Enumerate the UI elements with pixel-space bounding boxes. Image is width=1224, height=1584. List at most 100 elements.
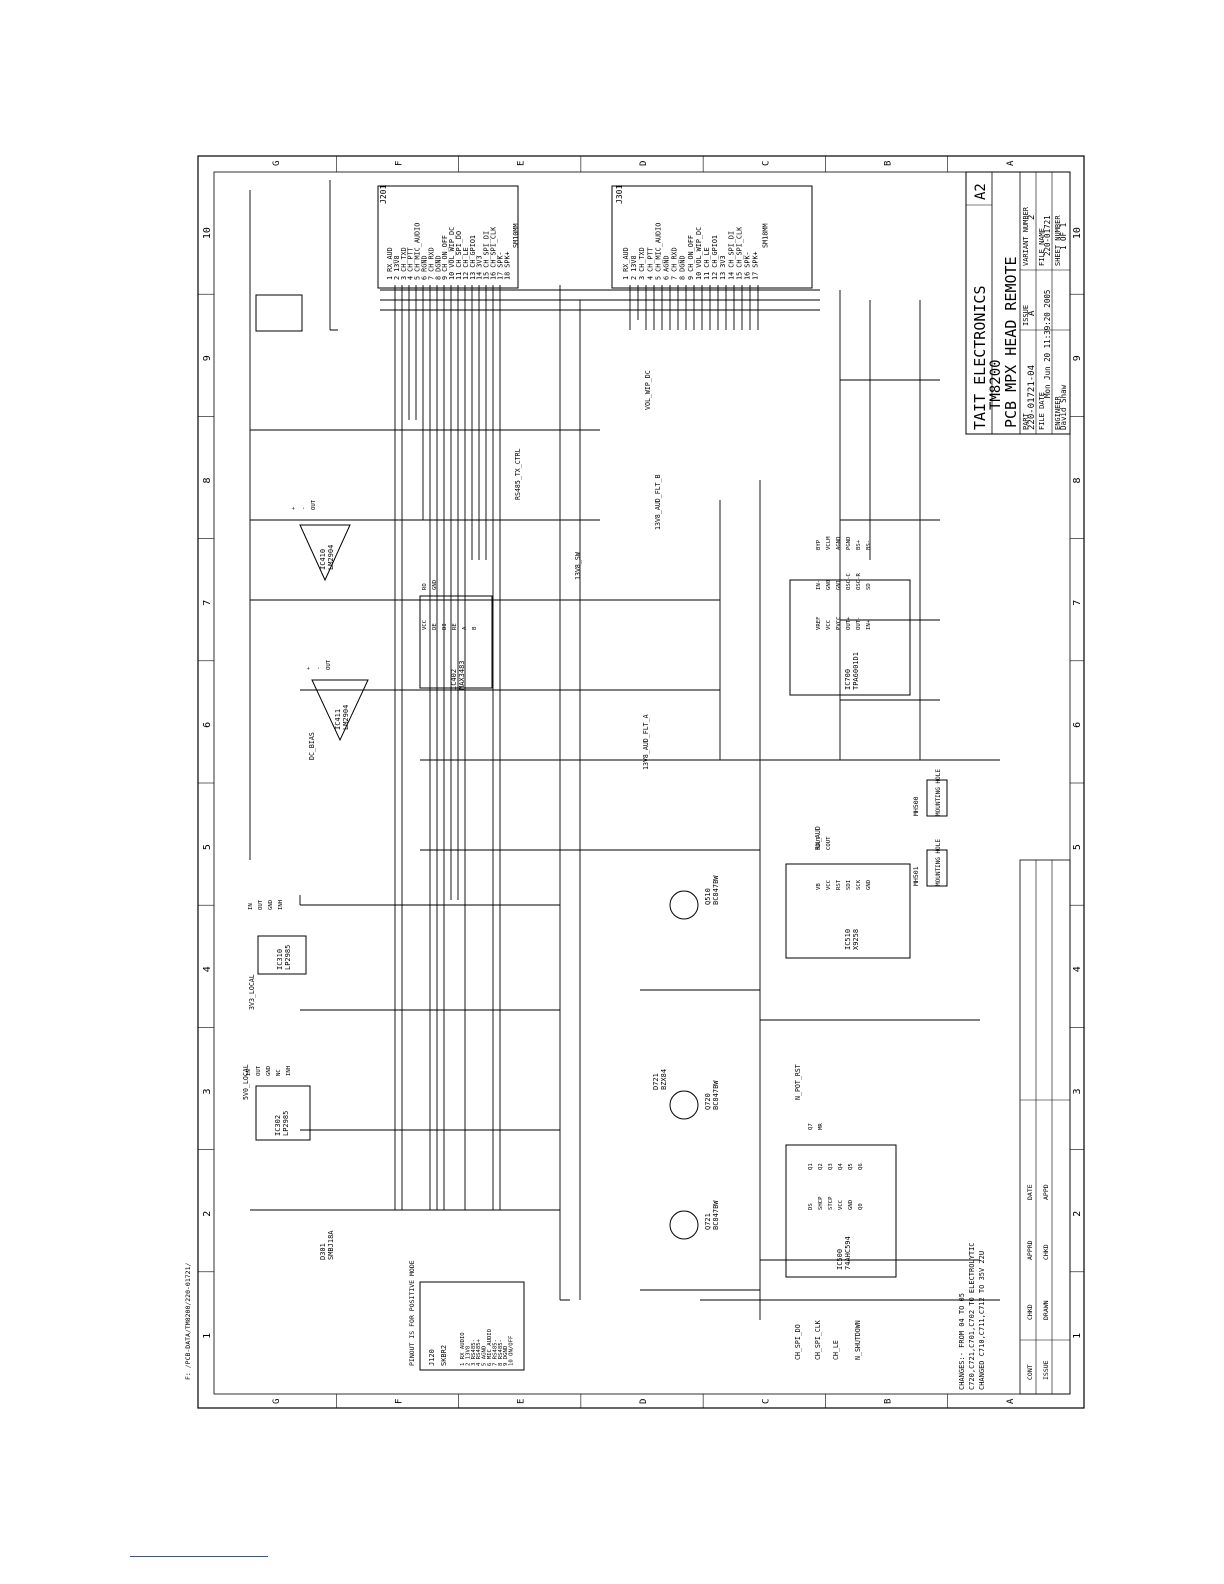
component-ref: Q720 xyxy=(704,1093,712,1110)
zone-row-label-top: G xyxy=(272,161,282,166)
component-part: BZX84 xyxy=(660,1069,668,1090)
mounting-hole-ref: MH500 xyxy=(912,796,920,816)
j201-pin: 11 CH_SPI_DO xyxy=(455,231,463,280)
component-part: MAX3483 xyxy=(458,660,466,690)
j120-pin: 8 RS485- xyxy=(498,1339,504,1366)
footer-link-underline[interactable] xyxy=(130,1556,268,1557)
component-pin: VCC xyxy=(826,620,832,630)
component-pin: RE xyxy=(452,623,458,630)
j301-pin: 17 SPK+ xyxy=(752,251,760,280)
net-label: 13V8_SW xyxy=(574,552,582,580)
j201-pin: 7 CH_RXD xyxy=(427,247,435,280)
zone-col-label-right: 4 xyxy=(1072,966,1083,972)
zone-col-label-left: 1 xyxy=(202,1333,213,1339)
component-pin: OUT xyxy=(256,1065,262,1076)
j201-pin: 5 CH_MIC_AUDIO xyxy=(414,223,422,280)
j301-pin: 1 RX_AUD xyxy=(622,247,630,280)
component-part: BC847BW xyxy=(712,875,720,905)
component-pin: INH xyxy=(286,1066,292,1076)
revision-column-label: CHKD xyxy=(1026,1304,1034,1320)
component-pin: GND xyxy=(266,1065,272,1076)
component-pin: VREF xyxy=(816,616,822,630)
j301-pin: 14 CH_SPI_DI xyxy=(727,231,735,280)
j120-pin: 9 DGND xyxy=(503,1345,509,1366)
j201-pin: 16 CH_SPI_CLK xyxy=(490,226,498,280)
component-pin: DE xyxy=(432,623,438,630)
component-ref: IC302 xyxy=(274,1115,282,1136)
component-part: LP2985 xyxy=(282,1111,290,1136)
component-pin: B xyxy=(472,626,478,630)
component-ref: D301 xyxy=(319,1243,327,1260)
j301-part: SM18MM xyxy=(762,223,770,248)
zone-col-label-left: 5 xyxy=(202,844,213,850)
zone-col-label-left: 9 xyxy=(202,355,213,361)
net-label: CH_SPI_CLK xyxy=(814,1320,822,1360)
zone-col-label-left: 2 xyxy=(202,1211,213,1217)
component-pin: DI xyxy=(442,623,448,630)
j120-note: PINOUT IS FOR POSITIVE MODE xyxy=(408,1260,416,1366)
j201-pin: 12 CH_LE xyxy=(462,247,470,280)
component-pin: VCC xyxy=(826,880,832,890)
zone-col-label-right: 9 xyxy=(1072,355,1083,361)
opamp-symbols xyxy=(299,524,369,742)
net-label: RX_AUD xyxy=(814,826,822,850)
net-label: 5V0_LOCAL xyxy=(242,1064,250,1100)
j120-pin: 1 RX AUDIO xyxy=(460,1332,466,1366)
j120-pin: 5 AGND xyxy=(482,1345,488,1366)
component-pin: DS xyxy=(808,1203,814,1210)
j301-pin: 6 AGND xyxy=(663,255,671,280)
component-pin: IN xyxy=(248,903,254,910)
zone-col-label-left: 6 xyxy=(202,722,213,728)
j120-pin: 6 MIC AUDIO xyxy=(487,1328,493,1366)
revision-row-label: APPD xyxy=(1042,1184,1050,1200)
zone-row-label-top: F xyxy=(394,161,404,166)
net-label: CH_SPI_DO xyxy=(794,1324,802,1360)
component-pin: - xyxy=(316,667,322,670)
net-label: 3V3_LOCAL xyxy=(248,974,256,1010)
issue-label: ISSUE xyxy=(1022,305,1030,326)
zone-row-label-top: B xyxy=(884,161,894,166)
zone-row-label-bottom: D xyxy=(639,1399,649,1404)
component-pin: SD xyxy=(866,583,872,590)
component-pin: Q4 xyxy=(838,1163,844,1170)
component-pin: STCP xyxy=(828,1196,834,1210)
revision-row-label: CHKD xyxy=(1042,1244,1050,1260)
file-name: 220-01721 xyxy=(1043,215,1052,256)
j301-pin: 16 SPK- xyxy=(744,251,752,280)
engineer-label: ENGINEER xyxy=(1054,395,1062,430)
net-label: DC_BIAS xyxy=(308,732,316,760)
revision-row-label: ISSUE xyxy=(1042,1360,1050,1380)
zone-row-label-bottom: E xyxy=(517,1399,527,1404)
j201-ref: J201 xyxy=(379,185,388,204)
revision-column-label: DATE xyxy=(1026,1184,1034,1200)
zone-row-label-bottom: C xyxy=(761,1399,771,1404)
zone-row-label-bottom: F xyxy=(394,1399,404,1404)
revision-note: CHANGES:- FROM 04 TO 05 xyxy=(958,1293,966,1390)
component-pin: OUT- xyxy=(856,617,862,630)
component-pin: GN0 xyxy=(826,580,832,590)
component-ref: D721 xyxy=(652,1073,660,1090)
component-part: LM2904 xyxy=(327,545,335,570)
zone-col-label-right: 5 xyxy=(1072,844,1083,850)
j301-pin: 7 CH_RXD xyxy=(671,247,679,280)
zone-col-label-left: 3 xyxy=(202,1088,213,1094)
component-pin: Q7 xyxy=(808,1123,814,1130)
component-pin: Q5 xyxy=(848,1163,854,1170)
component-part: 74AHC594 xyxy=(844,1236,852,1270)
component-pin: Q1 xyxy=(808,1163,814,1170)
component-part: LM2904 xyxy=(342,705,350,730)
component-pin: GN1 xyxy=(836,580,842,590)
j201-pin: 2 13V8 xyxy=(393,255,401,280)
variant-label: VARIANT NUMBER xyxy=(1022,206,1030,266)
wiring xyxy=(249,180,1000,1320)
zone-row-label-top: E xyxy=(517,161,527,166)
component-pin: INH xyxy=(278,900,284,910)
j120-pin: 2 13V8 xyxy=(465,1345,471,1366)
revision-column-label: CONT xyxy=(1026,1364,1034,1380)
component-pin: OUT+ xyxy=(846,616,852,630)
sheet-size: A2 xyxy=(973,183,989,200)
